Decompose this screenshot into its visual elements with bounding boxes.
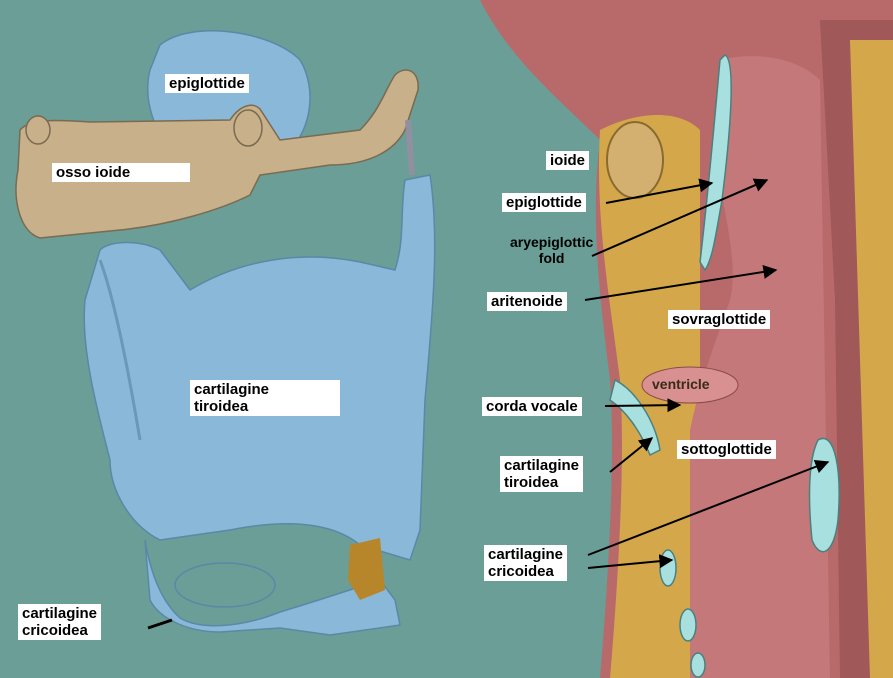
cricoid-cartilage-section [810, 438, 840, 551]
ligament-strand [408, 120, 412, 175]
hyoid-horn-left [26, 116, 50, 144]
label-cartilagine-tiroidea-right: cartilagine tiroidea [500, 456, 583, 492]
tracheal-ring-3 [691, 653, 705, 677]
label-aryepiglottic-fold: aryepiglottic fold [510, 234, 593, 266]
tracheal-ring-2 [680, 609, 696, 641]
label-ventricle: ventricle [652, 376, 710, 392]
label-epiglottide-left: epiglottide [165, 74, 249, 93]
hyoid-section [607, 122, 663, 198]
label-corda-vocale: corda vocale [482, 397, 582, 416]
tracheal-ring-1 [660, 550, 676, 586]
label-sottoglottide: sottoglottide [677, 440, 776, 459]
label-cartilagine-cricoidea-left: cartilagine cricoidea [18, 604, 101, 640]
label-cartilagine-cricoidea-right: cartilagine cricoidea [484, 545, 567, 581]
label-aritenoide: aritenoide [487, 292, 567, 311]
cricoid-ring-opening [175, 563, 275, 607]
label-cartilagine-tiroidea-left: cartilagine tiroidea [190, 380, 340, 416]
label-ioide: ioide [546, 151, 589, 170]
label-sovraglottide: sovraglottide [668, 310, 770, 329]
label-osso-ioide: osso ioide [52, 163, 190, 182]
arrow-corda-vocale [605, 405, 680, 406]
label-epiglottide-right: epiglottide [502, 193, 586, 212]
hyoid-tubercle [234, 110, 262, 146]
